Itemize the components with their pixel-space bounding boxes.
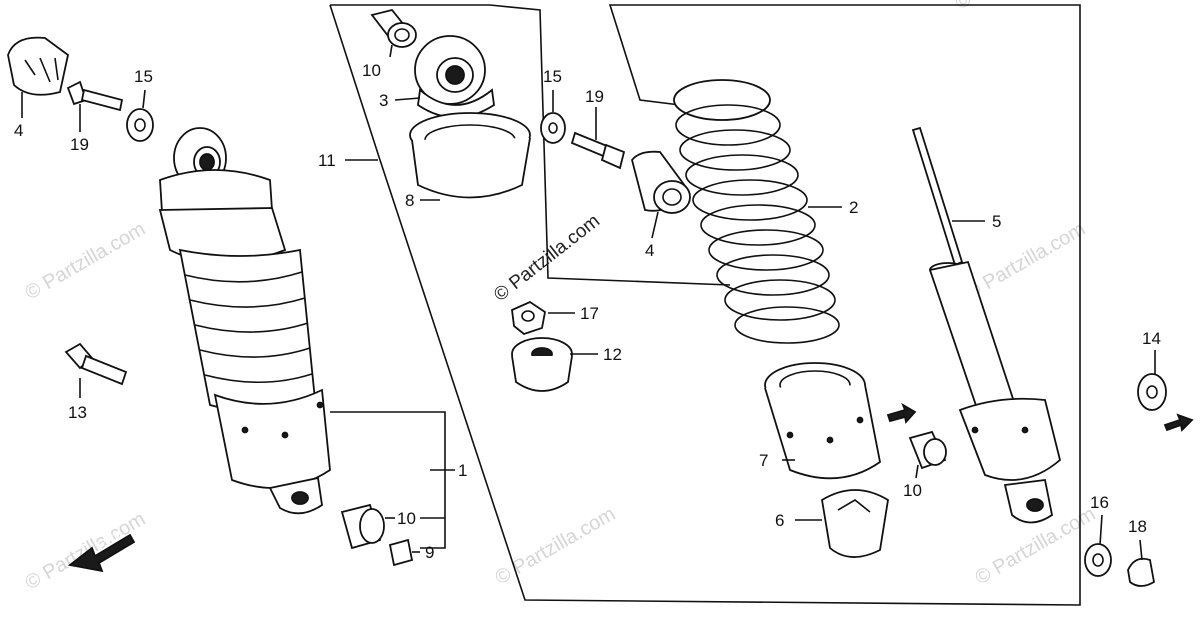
watermark-text: © Partzilla.com [492, 503, 620, 589]
callout-15: 15 [543, 67, 562, 86]
callout-14: 14 [1142, 329, 1161, 348]
upper-mount-bushing [370, 8, 417, 48]
callout-7: 7 [759, 451, 768, 470]
leader-lines [21, 44, 1156, 561]
watermark-text: © Partzilla.com [962, 218, 1090, 304]
assembly-outline [329, 4, 1081, 606]
cap-nut-left [7, 36, 70, 96]
watermark-text: © Partzilla.com [22, 218, 150, 304]
bolt-right [570, 131, 626, 170]
shock-absorber-assembly [158, 127, 331, 515]
callout-10: 10 [903, 481, 922, 500]
group-outline-boundary [330, 4, 731, 286]
callout-3: 3 [379, 91, 388, 110]
washer-left [126, 108, 154, 142]
nut [511, 300, 546, 336]
watermark-text: © Partzilla.com [22, 508, 150, 594]
bolt-13 [64, 342, 128, 386]
cap-nut-18 [1127, 557, 1155, 587]
rubber-mount [511, 337, 573, 392]
callout-labels: 4 19 15 10 3 11 8 15 19 4 2 5 14 17 12 1… [14, 61, 1161, 562]
bushing-right [908, 430, 947, 470]
callout-19: 19 [585, 87, 604, 106]
watermarks: © Partzilla.com © Partzilla.com © Partzi… [22, 0, 1100, 594]
washer-16 [1084, 543, 1112, 577]
callout-11: 11 [318, 151, 336, 170]
washer-14 [1137, 373, 1167, 411]
bolt-left [66, 80, 124, 112]
callout-8: 8 [405, 191, 414, 210]
cap-nut-right [631, 150, 691, 214]
spring-seat-upper [409, 112, 531, 199]
collar [388, 538, 414, 567]
spring-seat-lower [764, 362, 881, 480]
callout-17: 17 [580, 304, 599, 323]
callout-2: 2 [849, 198, 858, 217]
shock-upper-joint [414, 35, 495, 119]
direction-arrow-icon [886, 402, 1194, 432]
callout-19: 19 [70, 135, 89, 154]
callout-12: 12 [603, 345, 622, 364]
callout-6: 6 [775, 511, 784, 530]
spring-stopper [821, 489, 889, 558]
shock-damper [911, 126, 1062, 524]
callout-18: 18 [1128, 517, 1147, 536]
group-outline-boundary [329, 4, 1081, 606]
callout-10: 10 [397, 509, 416, 528]
washer-right [540, 112, 566, 144]
shock-spring [673, 79, 840, 344]
bushing-lower-left [340, 503, 385, 550]
callout-9: 9 [425, 543, 434, 562]
callout-4: 4 [14, 121, 23, 140]
callout-5: 5 [992, 212, 1001, 231]
callout-1: 1 [458, 461, 467, 480]
watermark-text: © Partzilla.com [952, 0, 1080, 14]
callout-13: 13 [68, 403, 87, 422]
callout-15: 15 [134, 67, 153, 86]
callout-4: 4 [645, 241, 654, 260]
callout-16: 16 [1090, 493, 1109, 512]
callout-10: 10 [362, 61, 381, 80]
